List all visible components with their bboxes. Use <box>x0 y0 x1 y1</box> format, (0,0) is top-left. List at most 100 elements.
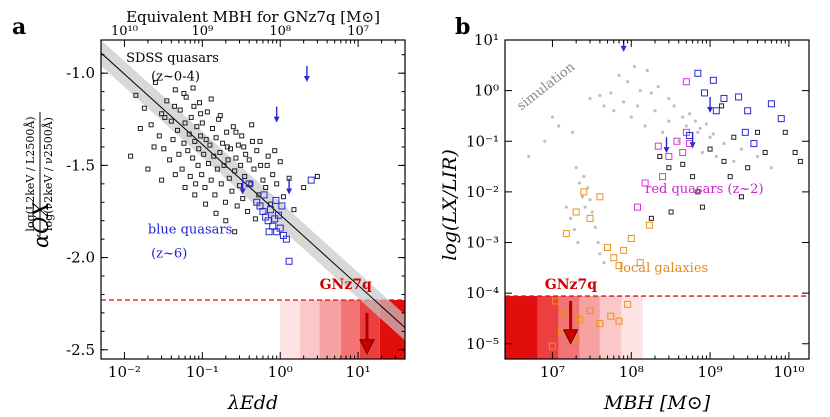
panel-a-sdss-quasars-point-73 <box>252 216 258 222</box>
panel-a-sdss-quasars-point-51 <box>222 199 228 205</box>
panel-b-simulation-point-31 <box>598 252 602 256</box>
panel-a-alpha-ox: αOX <box>29 201 53 248</box>
panel-a-annotation-2: blue quasars <box>148 223 232 238</box>
panel-b-black-field-point-13 <box>695 189 701 195</box>
panel-a-sdss-quasars-point-2 <box>148 122 154 128</box>
panel-b-black-field-point-8 <box>762 149 768 155</box>
panel-b-x-axis-label: MBH [M⊙] <box>603 392 711 414</box>
panel-a-sdss-quasars-point-39 <box>207 142 213 148</box>
panel-b-red-quasars-z-2--point-7 <box>641 179 649 187</box>
panel-a-sdss-quasars-point-109 <box>182 185 188 191</box>
panel-a-sdss-quasars-point-38 <box>206 161 212 167</box>
panel-a-top-tick-label-3: 10⁷ <box>347 24 369 39</box>
panel-b-blue-quasars-upper-limits-arrowhead-1 <box>663 147 670 154</box>
panel-b-simulation-point-20 <box>732 159 736 163</box>
panel-b-local-galaxies-point-8 <box>620 246 628 254</box>
panel-a-sdss-quasars-point-4 <box>156 133 162 139</box>
panel-a-sdss-quasars-point-87 <box>301 185 307 191</box>
panel-a-sdss-quasars-point-104 <box>272 148 278 154</box>
panel-a-blue-quasars-z-6--point-19 <box>307 176 315 184</box>
panel-a-sdss-quasars-point-59 <box>233 155 239 161</box>
panel-a-sdss-quasars-point-15 <box>179 166 185 172</box>
panel-a-sdss-quasars-point-34 <box>201 151 207 157</box>
panel-b-gnz7q-shade-3 <box>579 296 600 359</box>
panel-a-sdss-quasars-point-66 <box>242 173 248 179</box>
panel-a-sdss-quasars-point-32 <box>199 172 205 178</box>
panel-a-sdss-quasars-point-114 <box>232 229 238 235</box>
panel-a-sdss-quasars-point-27 <box>194 124 200 130</box>
panel-a-blue-quasars-z-6--point-15 <box>272 196 280 204</box>
panel-b-black-field-point-12 <box>755 129 761 135</box>
panel-b-simulation-point-3 <box>602 104 606 108</box>
panel-b-simulation-point-53 <box>672 104 676 108</box>
panel-a-sdss-quasars-point-97 <box>217 113 223 119</box>
panel-a-sdss-quasars-point-3 <box>152 79 158 85</box>
panel-a-sdss-quasars-point-95 <box>198 111 204 117</box>
panel-a-sdss-quasars-point-60 <box>234 203 240 209</box>
panel-a-sdss-quasars-point-83 <box>277 159 283 165</box>
panel-b-blue-quasars-point-5 <box>735 93 743 101</box>
panel-a-sdss-quasars-point-8 <box>167 157 173 163</box>
panel-a-blue-quasars-z-6--point-0 <box>245 180 253 188</box>
panel-a: a Equivalent MBH for GNz7q [M⊙] αOX log(… <box>12 8 406 414</box>
panel-a-sdss-quasars-point-7 <box>164 98 170 104</box>
panel-b-simulation-point-15 <box>696 130 700 134</box>
panel-b-local-galaxies-point-1 <box>572 208 580 216</box>
panel-b-black-field-point-18 <box>782 129 788 135</box>
panel-b-simulation-point-18 <box>714 154 718 159</box>
panel-b-red-quasars-z-2--point-1 <box>665 152 673 160</box>
panel-a-sdss-quasars-point-57 <box>230 124 236 130</box>
panel-a-xtick-label-2: 10⁰ <box>268 363 293 381</box>
panel-b-blue-quasars-point-4 <box>720 94 728 102</box>
panel-a-sdss-quasars-point-100 <box>241 144 247 150</box>
panel-b-black-field-point-6 <box>731 134 737 140</box>
panel-a-top-axis-title: Equivalent MBH for GNz7q [M⊙] <box>126 8 380 26</box>
panel-b-black-field-point-3 <box>690 174 696 180</box>
panel-a-sdss-quasars-point-45 <box>214 166 220 172</box>
panel-a-sdss-quasars-point-93 <box>181 90 187 96</box>
panel-b-simulation-point-22 <box>755 154 760 159</box>
panel-a-ytick-label-2: -2.0 <box>66 249 95 267</box>
panel-b-simulation-point-45 <box>617 73 621 77</box>
panel-b-black-field-point-4 <box>707 146 713 152</box>
panel-a-sdss-quasars-point-107 <box>159 177 165 183</box>
panel-a-xtick-label-3: 10¹ <box>346 363 371 381</box>
panel-a-blue-quasars-z-6--point-16 <box>278 202 286 210</box>
panel-a-sdss-quasars-point-30 <box>197 100 203 106</box>
panel-a-sdss-quasars-point-41 <box>209 126 215 132</box>
panel-b-simulation-point-2 <box>609 91 613 95</box>
panel-a-sdss-quasars-point-101 <box>249 122 255 128</box>
panel-b-annotation-0: simulation <box>514 59 578 114</box>
panel-a-sdss-quasars-point-113 <box>223 218 229 224</box>
panel-b-simulation-point-35 <box>583 205 587 209</box>
panel-b-simulation-point-9 <box>653 109 657 113</box>
panel-b-blue-quasars-point-3 <box>712 107 720 115</box>
panel-b-frame <box>504 39 810 360</box>
panel-a-blue-quasars-z-6--point-7 <box>269 222 277 230</box>
panel-b-blue-quasars-upper-limits-arrowhead-3 <box>707 106 714 113</box>
panel-b-annotation-1: red quasars (z~2) <box>645 182 763 197</box>
panel-b-simulation-point-54 <box>681 115 685 119</box>
panel-b-ytick-label-1: 10⁻⁴ <box>466 284 499 302</box>
panel-a-sdss-quasars-point-42 <box>211 153 217 159</box>
panel-a-sdss-quasars-point-77 <box>260 177 266 183</box>
panel-a-frame <box>100 39 406 360</box>
panel-a-blue-quasars-z-6--point-10 <box>274 211 282 219</box>
panel-b-red-quasars-z-2--point-3 <box>679 148 687 156</box>
panel-a-sdss-quasars-point-1 <box>141 105 147 111</box>
panel-b-local-galaxies-point-12 <box>552 297 560 305</box>
panel-a-annotation-3: (z~6) <box>151 247 187 262</box>
panel-b-simulation-point-7 <box>635 104 640 108</box>
panel-b-blue-quasars-point-0 <box>694 69 702 77</box>
panel-b-gnz7q-shade-5 <box>621 296 643 359</box>
panel-a-x-axis-label: λEdd <box>227 392 278 414</box>
panel-a-sdss-quasars-point-5 <box>159 111 165 117</box>
panel-a-sdss-quasars-point-11 <box>172 87 178 93</box>
panel-b-local-galaxies-point-3 <box>586 214 594 222</box>
panel-b-blue-quasars-point-7 <box>744 107 752 115</box>
panel-a-blue-quasars-z-6--point-13 <box>282 235 290 243</box>
panel-b-local-galaxies-point-17 <box>596 320 604 328</box>
panel-b-black-field-point-1 <box>668 209 674 215</box>
